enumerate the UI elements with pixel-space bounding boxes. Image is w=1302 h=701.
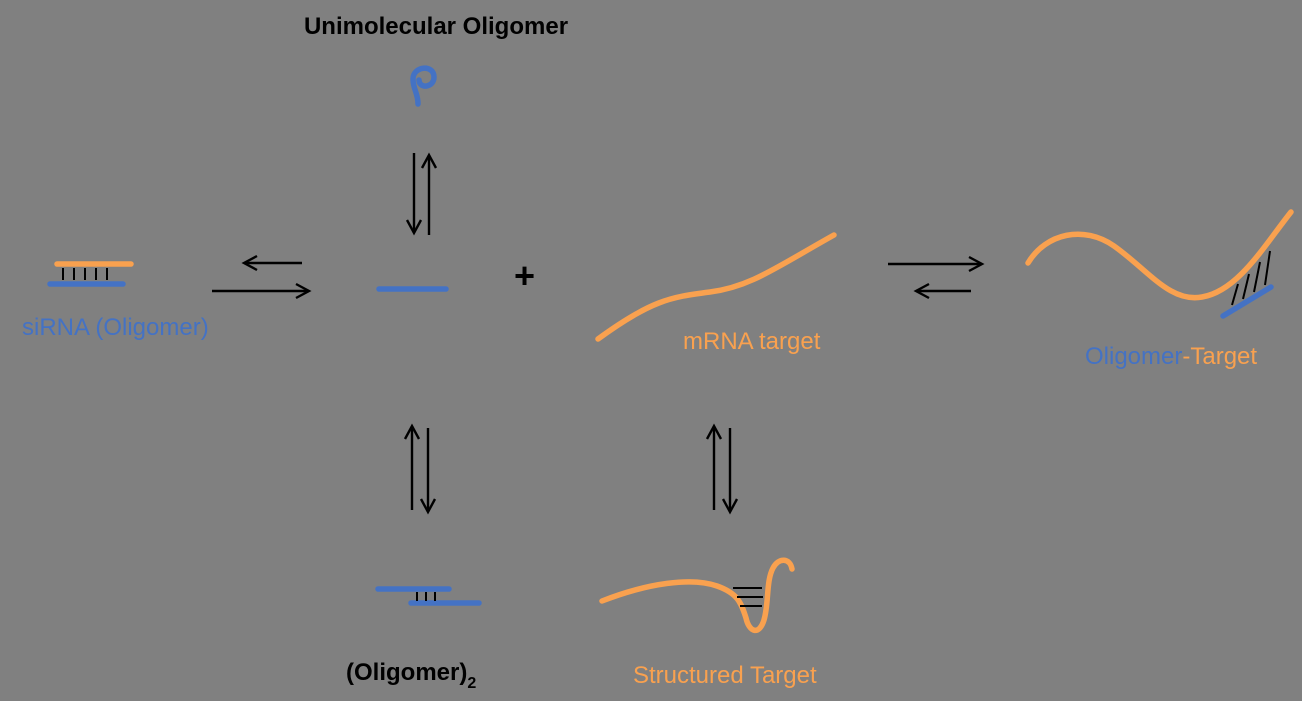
oligomer-target-label-oligomer: Oligomer bbox=[1085, 343, 1183, 370]
unimolecular-hairpin bbox=[410, 65, 437, 107]
oligomer-dimer-label-base: (Oligomer) bbox=[346, 659, 468, 686]
complex-mrna-strand bbox=[1025, 209, 1294, 301]
sirna-duplex bbox=[47, 261, 134, 287]
hairpin-strand bbox=[410, 65, 437, 107]
right-arrow-back bbox=[913, 282, 971, 300]
structured-target-strand bbox=[599, 557, 795, 633]
structured-arrow-down bbox=[721, 428, 739, 515]
complex-basepair-ticks bbox=[1231, 250, 1271, 306]
oligomer-dimer-label-subscript: 2 bbox=[467, 674, 477, 692]
right-arrow-forward bbox=[888, 255, 985, 273]
left-arrow-back bbox=[241, 254, 302, 272]
scheme-title: Unimolecular Oligomer bbox=[303, 13, 569, 40]
structured-target bbox=[599, 557, 795, 633]
hairpin-arrow-up bbox=[420, 152, 438, 235]
equilibrium-arrows-hairpin bbox=[405, 152, 438, 236]
left-arrow-forward bbox=[212, 282, 312, 300]
dimer-arrow-down bbox=[419, 428, 437, 515]
structured-basepair-ticks bbox=[733, 587, 763, 607]
oligomer-target-label-dash: - bbox=[1182, 343, 1191, 370]
oligomer-dimer bbox=[375, 586, 482, 606]
equilibrium-arrows-right bbox=[888, 255, 985, 300]
oligomer-dimer-label: (Oligomer)2 bbox=[346, 659, 477, 692]
mrna-target-curve bbox=[595, 232, 837, 342]
oligomer-target-label-target: Target bbox=[1190, 343, 1258, 370]
structured-target-label: Structured Target bbox=[633, 662, 817, 689]
hairpin-arrow-down bbox=[405, 153, 423, 236]
mrna-strand bbox=[595, 232, 837, 342]
complex-oligomer-strand bbox=[1220, 284, 1274, 319]
sirna-label: siRNA (Oligomer) bbox=[22, 314, 209, 341]
oligomer-target-complex bbox=[1025, 209, 1294, 319]
structured-arrow-up bbox=[705, 423, 723, 510]
oligomer-target-label: Oligomer-Target bbox=[1085, 343, 1258, 370]
dimer-arrow-up bbox=[403, 423, 421, 510]
equilibrium-arrows-left bbox=[212, 254, 312, 300]
equilibrium-arrows-structured bbox=[705, 423, 739, 515]
dimer-basepair-ticks bbox=[416, 592, 436, 601]
plus-sign: + bbox=[514, 255, 536, 296]
mrna-target-label: mRNA target bbox=[683, 328, 821, 355]
sirna-basepair-ticks bbox=[62, 268, 108, 280]
equilibrium-arrows-dimer bbox=[403, 423, 437, 515]
